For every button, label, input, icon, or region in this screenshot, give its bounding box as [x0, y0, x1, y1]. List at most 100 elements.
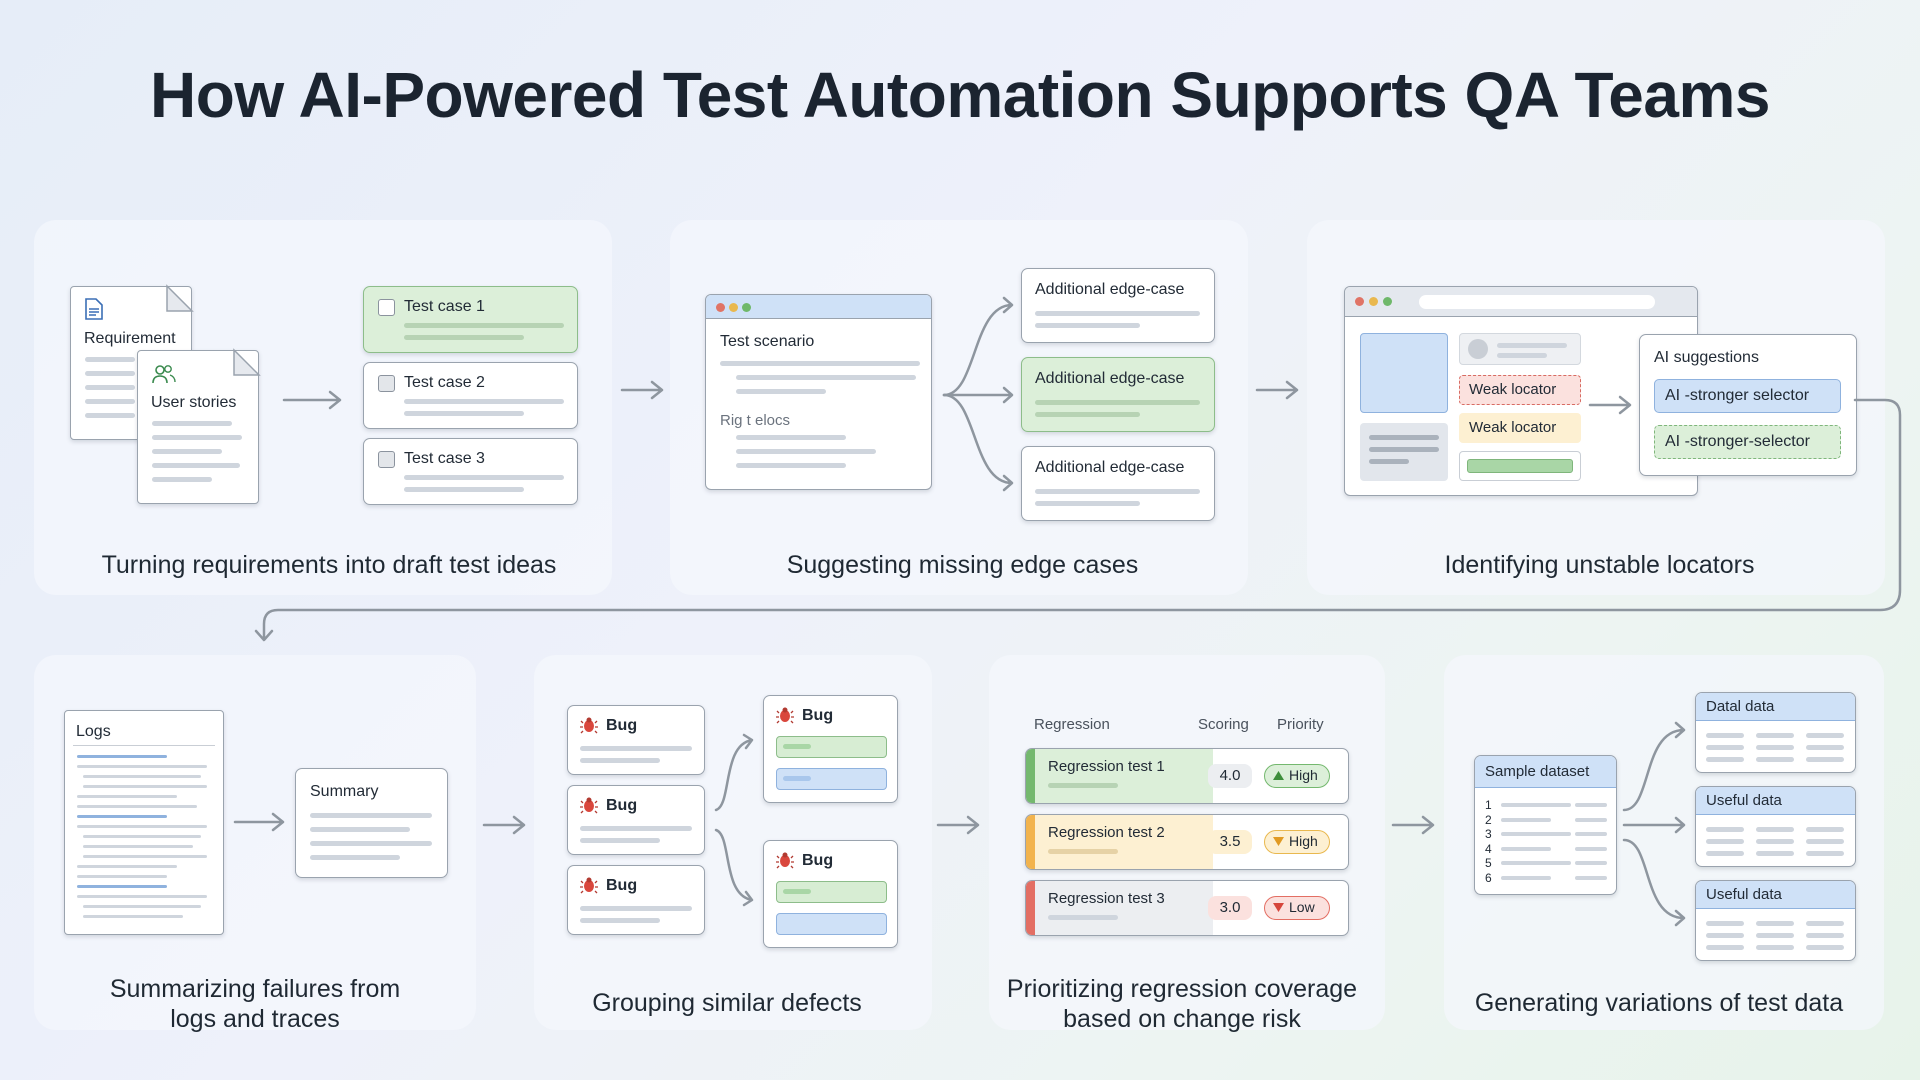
window-dot — [729, 303, 738, 312]
row-number: 6 — [1485, 870, 1492, 885]
col-header-regression: Regression — [1034, 716, 1110, 733]
ai-suggestion[interactable] — [1654, 379, 1841, 413]
arrow-right-icon — [233, 812, 285, 832]
connector-arrow-icon — [254, 398, 1902, 642]
bug-icon — [580, 717, 598, 734]
caption-regression: Prioritizing regression coverage based o… — [1006, 975, 1358, 1033]
address-bar[interactable] — [1419, 295, 1655, 309]
weak-locator[interactable] — [1459, 413, 1581, 443]
test-case-label: Test case 2 — [404, 374, 485, 391]
test-case-card: Test case 1 — [363, 286, 578, 353]
bug-icon — [776, 707, 794, 724]
group-arrows-icon — [714, 733, 754, 907]
summary-card: Summary — [295, 768, 448, 878]
window-dot — [1369, 297, 1378, 306]
regression-name: Regression test 2 — [1048, 824, 1165, 841]
data-output-label: Useful data — [1706, 792, 1782, 809]
priority-badge-high: High — [1264, 830, 1330, 854]
row-number: 2 — [1485, 812, 1492, 827]
col-header-priority: Priority — [1277, 716, 1324, 733]
bug-group-card: Bug — [763, 840, 898, 948]
data-output-label: Datal data — [1706, 698, 1775, 715]
ai-suggestion[interactable] — [1654, 425, 1841, 459]
bug-icon — [580, 877, 598, 894]
window-dot — [1383, 297, 1392, 306]
caption-edge-cases: Suggesting missing edge cases — [786, 551, 1139, 579]
test-case-label: Test case 3 — [404, 450, 485, 467]
row-number: 4 — [1485, 841, 1492, 856]
users-icon — [152, 365, 176, 384]
window-dot — [716, 303, 725, 312]
bug-icon — [580, 797, 598, 814]
logs-label: Logs — [76, 723, 111, 740]
arrow-right-icon — [620, 380, 664, 400]
edge-case-label: Additional edge-case — [1035, 281, 1185, 298]
score-badge: 4.0 — [1208, 764, 1252, 788]
ai-suggestions-title: AI suggestions — [1654, 349, 1759, 366]
checkbox[interactable] — [378, 451, 395, 468]
bug-card: Bug — [567, 705, 705, 775]
bug-label: Bug — [606, 797, 638, 814]
bug-card: Bug — [567, 785, 705, 855]
test-case-card: Test case 2 — [363, 362, 578, 429]
caption-defects: Grouping similar defects — [592, 989, 862, 1017]
branch-arrows-icon — [942, 296, 1014, 492]
priority-badge-high: High — [1264, 764, 1330, 788]
bug-label: Bug — [802, 707, 834, 724]
document-icon — [85, 298, 103, 320]
regression-row[interactable]: Regression test 1 4.0 High — [1025, 748, 1349, 804]
regression-row[interactable]: Regression test 3 3.0 Low — [1025, 880, 1349, 936]
test-scenario-label: Test scenario — [720, 333, 815, 350]
test-case-label: Test case 1 — [404, 298, 485, 315]
ai-suggestions-card: AI suggestions AI -stronger selector AI … — [1639, 334, 1857, 476]
sample-dataset-label: Sample dataset — [1485, 763, 1590, 780]
weak-locator[interactable] — [1459, 375, 1581, 405]
edge-case-label: Additional edge-case — [1035, 370, 1185, 387]
arrow-right-icon — [282, 390, 342, 410]
arrow-right-icon — [1255, 380, 1299, 400]
caption-requirements: Turning requirements into draft test ide… — [101, 551, 557, 579]
data-output-label: Useful data — [1706, 886, 1782, 903]
edge-case-card: Additional edge-case — [1021, 357, 1215, 432]
regression-row[interactable]: Regression test 2 3.5 High — [1025, 814, 1349, 870]
arrow-right-icon — [1391, 815, 1435, 835]
weak-locator-label: Weak locator — [1469, 419, 1557, 436]
caption-locators: Identifying unstable locators — [1444, 551, 1755, 579]
bug-card: Bug — [567, 865, 705, 935]
score-badge: 3.5 — [1208, 830, 1252, 854]
score-badge: 3.0 — [1208, 896, 1252, 920]
fan-out-arrows-icon — [1622, 721, 1686, 927]
arrow-right-icon — [1588, 395, 1632, 415]
bug-label: Bug — [802, 852, 834, 869]
priority-badge-low: Low — [1264, 896, 1330, 920]
bug-group-card: Bug — [763, 695, 898, 803]
edge-case-card: Additional edge-case — [1021, 446, 1215, 521]
bug-label: Bug — [606, 877, 638, 894]
arrow-right-icon — [936, 815, 980, 835]
window-dot — [742, 303, 751, 312]
checkbox[interactable] — [378, 299, 395, 316]
edge-case-card: Additional edge-case — [1021, 268, 1215, 343]
col-header-scoring: Scoring — [1198, 716, 1249, 733]
user-stories-label: User stories — [151, 394, 237, 411]
data-output-card: Useful data — [1695, 880, 1856, 961]
caption-test-data: Generating variations of test data — [1474, 989, 1844, 1017]
bug-icon — [776, 852, 794, 869]
caption-logs: Summarizing failures from logs and trace… — [109, 975, 401, 1033]
checkbox[interactable] — [378, 375, 395, 392]
user-stories-doc: User stories — [137, 350, 259, 504]
ai-suggestion-label: AI -stronger selector — [1665, 387, 1810, 404]
data-output-card: Useful data — [1695, 786, 1856, 867]
weak-locator-label: Weak locator — [1469, 381, 1557, 398]
page-title: How AI-Powered Test Automation Supports … — [150, 59, 1770, 131]
row-number: 5 — [1485, 856, 1492, 870]
test-scenario-window: Test scenario Rig t elocs — [705, 294, 932, 490]
summary-label: Summary — [310, 783, 379, 800]
logs-doc: Logs — [64, 710, 224, 935]
data-output-card: Datal data — [1695, 692, 1856, 773]
regression-name: Regression test 3 — [1048, 890, 1165, 907]
requirement-label: Requirement — [84, 330, 176, 347]
bug-label: Bug — [606, 717, 638, 734]
scenario-subtitle: Rig t elocs — [720, 412, 791, 429]
